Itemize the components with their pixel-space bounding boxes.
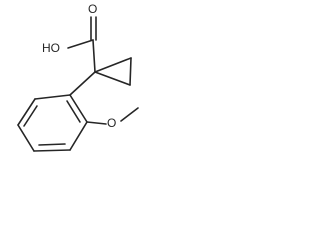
benzene-bond-6: [69, 94, 88, 123]
benzene-bond-2: [17, 98, 36, 126]
benzene-bond-5: [69, 121, 88, 151]
bond-c-oh: [67, 39, 94, 49]
cyclopropane-bond-1: [94, 57, 132, 73]
bond-o-methyl: [120, 107, 139, 122]
cyclopropane-bond-3: [94, 71, 131, 86]
bond-aryl-o: [86, 121, 107, 125]
benzene-inner-bond-a: [23, 105, 38, 127]
chemical-structure: O HO O: [17, 2, 139, 152]
cyclopropane-bond-2: [129, 57, 132, 86]
benzene-inner-bond-c: [66, 100, 81, 123]
bond-quaternary-to-phenyl: [69, 71, 96, 96]
benzene-inner-bond-b: [38, 143, 66, 146]
benzene-ring: [17, 71, 96, 152]
carboxylic-acid-group: O HO: [42, 2, 97, 73]
bond-c-ring-to-carboxyl-c: [92, 39, 96, 73]
methoxy-group: O: [86, 107, 139, 130]
hydroxyl-label: HO: [42, 41, 60, 55]
benzene-bond-1: [34, 94, 71, 100]
methoxy-oxygen-label: O: [107, 116, 116, 130]
carbonyl-oxygen-label: O: [88, 2, 97, 16]
cyclopropane-ring: [94, 57, 132, 86]
benzene-bond-4: [33, 149, 71, 152]
benzene-bond-3: [17, 124, 35, 152]
